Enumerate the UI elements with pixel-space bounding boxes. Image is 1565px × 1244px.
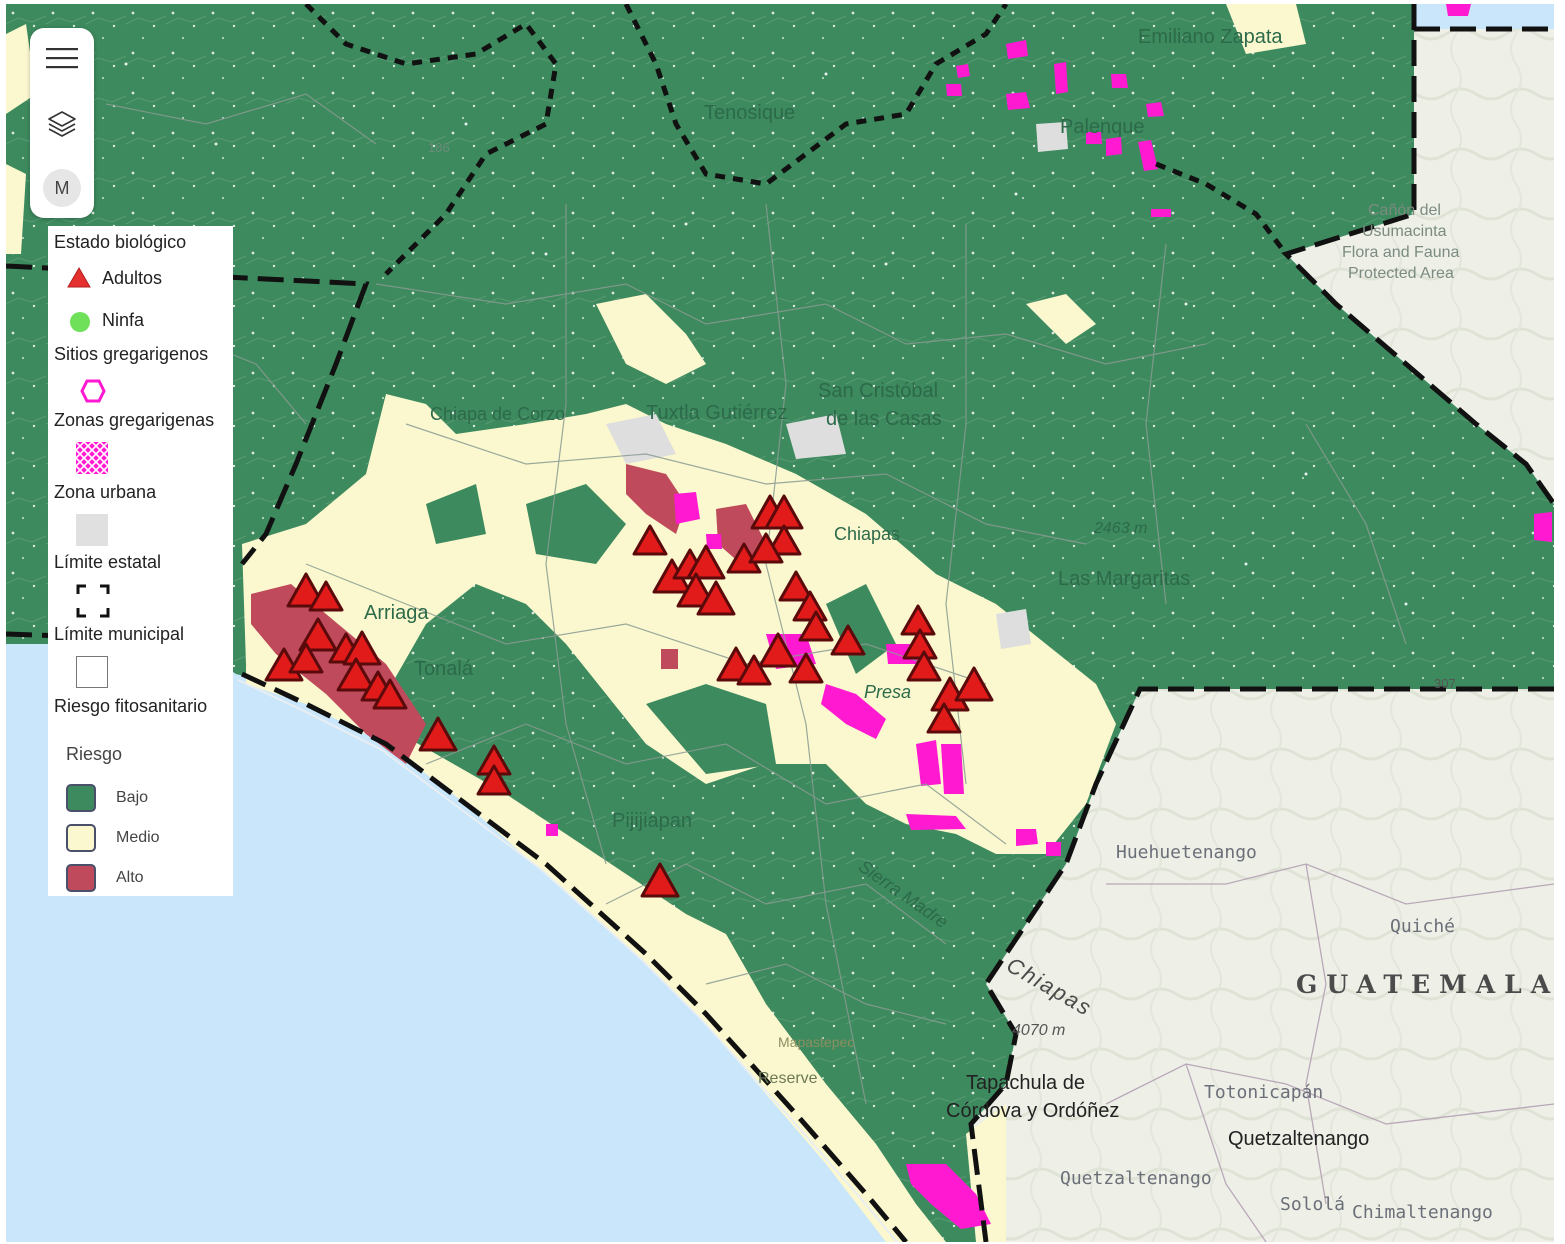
- place-tuxtla: Tuxtla Gutiérrez: [646, 402, 788, 424]
- place-tapachula-line2: Córdova y Ordóñez: [946, 1100, 1120, 1122]
- map-legend: Estado biológico Adultos Ninfa Sitios gr…: [48, 226, 233, 896]
- place-chimaltenango: Chimaltenango: [1352, 1202, 1493, 1223]
- menu-button[interactable]: [36, 32, 88, 84]
- state-boundary-icon: [76, 584, 110, 618]
- place-palenque: Palenque: [1060, 116, 1145, 138]
- place-canon-line1: Cañón del: [1368, 202, 1441, 219]
- place-chiapa: Chiapa de Corzo: [430, 404, 566, 424]
- place-quetzaltenango-city: Quetzaltenango: [1228, 1128, 1370, 1150]
- place-san-cristobal-line2: de las Casas: [826, 408, 942, 430]
- ninfa-circle-icon: [70, 312, 90, 332]
- place-las-margaritas: Las Margaritas: [1058, 568, 1191, 590]
- crosshatch-zone-icon: [76, 442, 108, 474]
- place-san-cristobal-line1: San Cristóbal: [818, 380, 939, 402]
- risk-medio-label: Medio: [116, 829, 160, 846]
- risk-alto-label: Alto: [116, 869, 144, 886]
- risk-medio-swatch: [66, 824, 96, 852]
- place-tapachula-line1: Tapachula de: [966, 1072, 1085, 1094]
- legend-title-estado-biologico: Estado biológico: [54, 232, 187, 252]
- place-quiche: Quiché: [1390, 916, 1456, 937]
- legend-title-riesgo-fitosanitario: Riesgo fitosanitario: [54, 696, 208, 716]
- hexagon-site-icon: [80, 379, 106, 403]
- place-reserve: Reserve: [758, 1070, 818, 1087]
- place-canon-line3: Flora and Fauna: [1342, 244, 1460, 261]
- risk-bajo-label: Bajo: [116, 789, 149, 806]
- map-view[interactable]: Emiliano Zapata Tenosique Palenque Cañón…: [6, 4, 1554, 1242]
- place-quetzaltenango-dept: Quetzaltenango: [1060, 1168, 1212, 1189]
- legend-risk-alto: Alto: [66, 864, 144, 892]
- place-emiliano-zapata: Emiliano Zapata: [1138, 26, 1283, 48]
- map-canvas[interactable]: [6, 4, 1554, 1242]
- municipal-boundary-swatch: [76, 656, 108, 688]
- legend-title-urbana: Zona urbana: [54, 482, 157, 502]
- avatar: M: [43, 169, 81, 207]
- legend-title-estatal: Límite estatal: [54, 552, 162, 572]
- place-canon-line4: Protected Area: [1348, 265, 1454, 282]
- legend-item-adultos: Adultos: [102, 268, 163, 288]
- legend-item-ninfa: Ninfa: [102, 310, 145, 330]
- place-canon-line2: Usumacinta: [1362, 223, 1447, 240]
- adult-triangle-icon: [67, 267, 91, 288]
- place-chiapas-mid: Chiapas: [834, 524, 901, 544]
- hamburger-menu-icon: [46, 48, 78, 69]
- layers-icon: [48, 111, 76, 137]
- route-186: 186: [428, 140, 450, 155]
- place-totonicapan: Totonicapán: [1204, 1082, 1324, 1103]
- map-toolbar: M: [30, 28, 94, 218]
- user-button[interactable]: M: [36, 162, 88, 214]
- urban-swatch: [76, 514, 108, 546]
- place-solola: Sololá: [1280, 1194, 1346, 1215]
- place-presa: Presa: [864, 682, 912, 702]
- place-tonala: Tonalá: [414, 658, 473, 680]
- risk-bajo-swatch: [66, 784, 96, 812]
- place-mapastepec: Mapastepec: [778, 1034, 855, 1050]
- route-307: 307: [1434, 676, 1456, 691]
- legend-title-sitios: Sitios gregarigenos: [54, 344, 209, 364]
- place-tenosique: Tenosique: [704, 102, 796, 124]
- legend-title-zonas: Zonas gregarigenas: [54, 410, 215, 430]
- place-elev-2463: 2463 m: [1094, 520, 1148, 537]
- legend-riesgo-label: Riesgo: [66, 744, 123, 764]
- place-pijijiapan: Pijijiapan: [612, 810, 693, 832]
- legend-title-municipal: Límite municipal: [54, 624, 185, 644]
- place-elev-4070: 4070 m: [1012, 1022, 1066, 1039]
- legend-risk-bajo: Bajo: [66, 784, 148, 812]
- place-guatemala: GUATEMALA: [1296, 970, 1554, 999]
- place-arriaga: Arriaga: [364, 602, 429, 624]
- place-huehuetenango: Huehuetenango: [1116, 842, 1257, 863]
- risk-alto-swatch: [66, 864, 96, 892]
- legend-risk-medio: Medio: [66, 824, 160, 852]
- layers-button[interactable]: [36, 98, 88, 150]
